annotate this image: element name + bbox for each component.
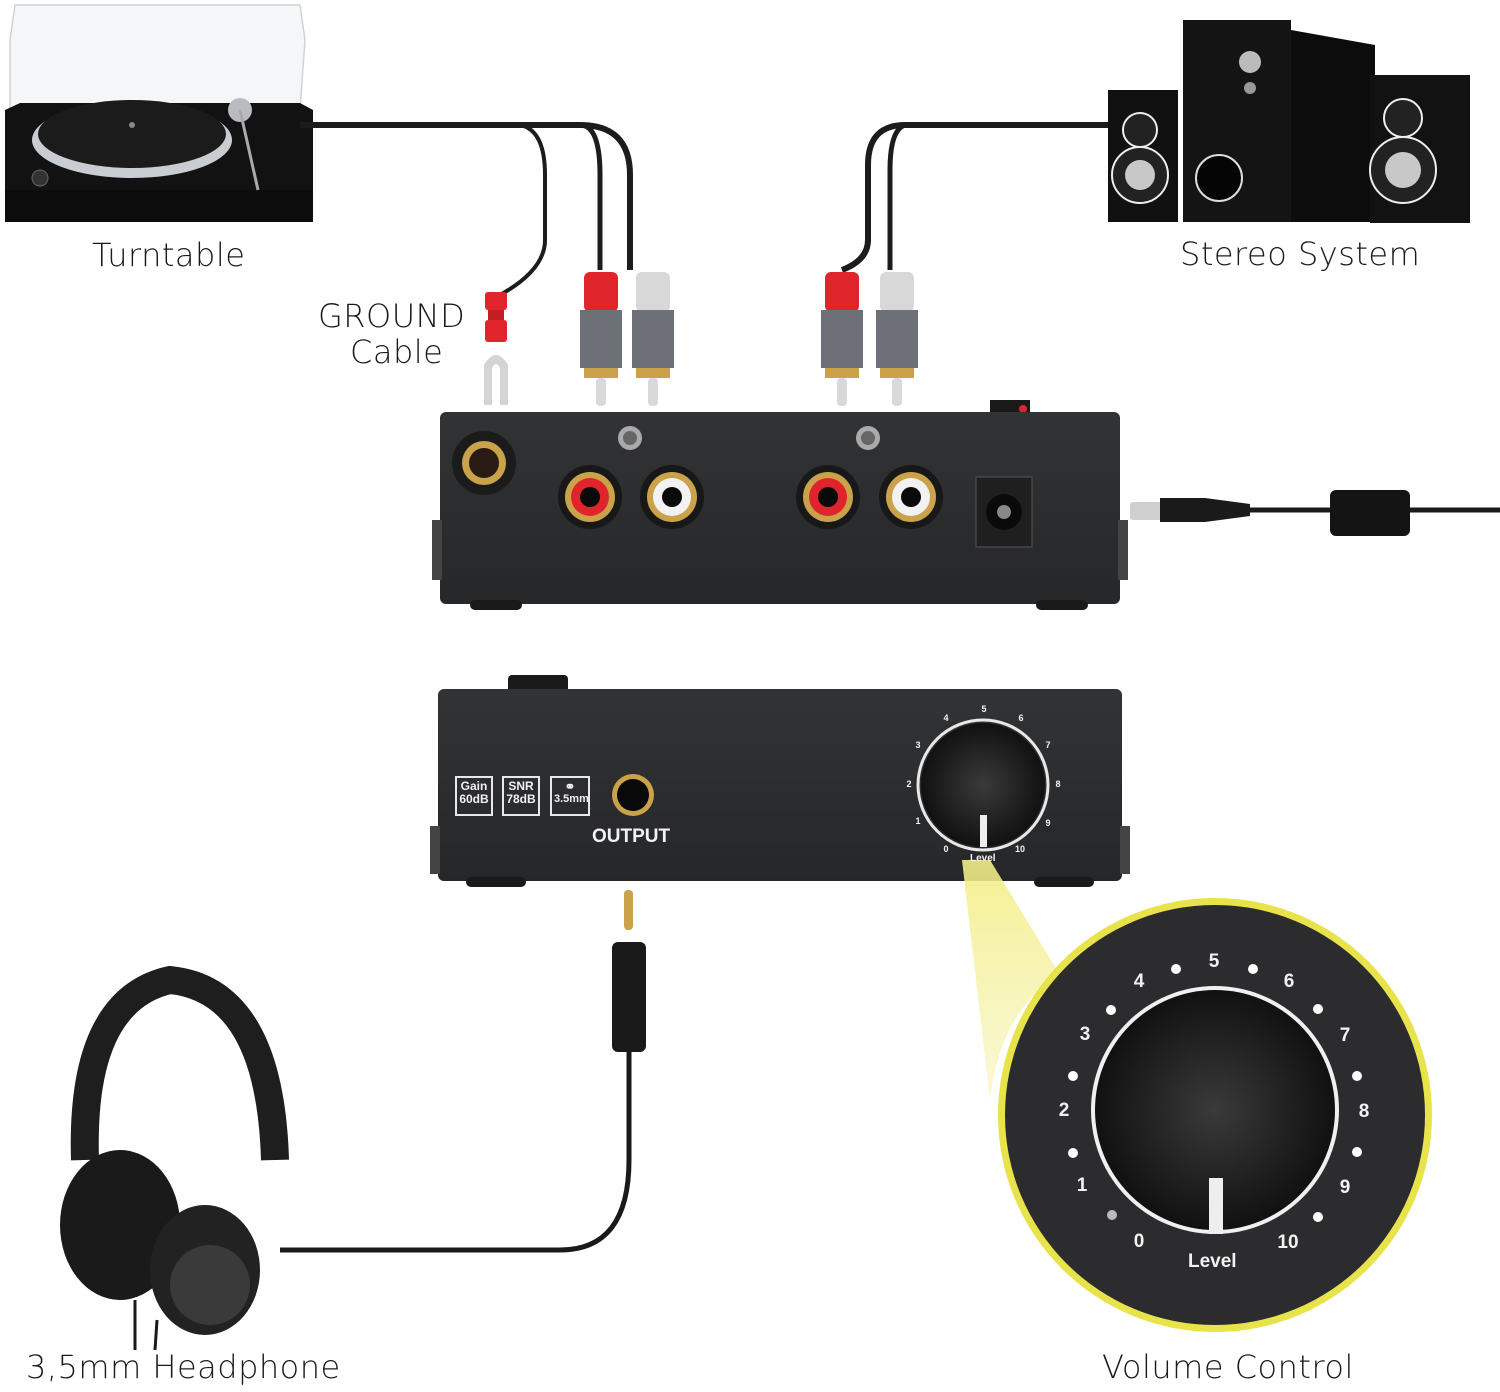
- front-dial-2: 2: [906, 779, 912, 789]
- front-dial-10: 10: [1014, 844, 1026, 854]
- rca-jack-out-right: [879, 465, 943, 529]
- rca-jack-in-right: [640, 465, 704, 529]
- zoom-dial-1: 1: [1076, 1175, 1088, 1196]
- zoom-dial-6: 6: [1283, 971, 1295, 992]
- ground-spade-connector: [484, 292, 508, 405]
- headphone-label: 3,5mm Headphone: [26, 1348, 341, 1386]
- rca-plugs-output: [821, 272, 918, 406]
- snr-label: SNR: [508, 779, 534, 793]
- gain-label: Gain: [460, 779, 488, 793]
- gain-spec-badge: Gain 60dB: [455, 776, 493, 816]
- zoom-dial-3: 3: [1079, 1024, 1091, 1045]
- ground-cable-label-line1: GROUND: [318, 297, 466, 335]
- volume-control-label: Volume Control: [1102, 1348, 1354, 1386]
- rear-panel-device: [432, 400, 1128, 610]
- snr-value: 78dB: [506, 792, 536, 806]
- front-dial-label: Level: [970, 853, 996, 864]
- front-panel-device: [430, 675, 1130, 887]
- turntable-label: Turntable: [92, 236, 246, 274]
- headphones-illustration: [60, 965, 289, 1351]
- front-dial-5: 5: [981, 704, 987, 714]
- zoom-dial-10: 10: [1277, 1232, 1299, 1253]
- zoom-dial-5: 5: [1208, 951, 1220, 972]
- front-dial-9: 9: [1045, 818, 1051, 828]
- ground-cable-label-line2: Cable: [350, 333, 444, 371]
- rca-jack-in-left: [558, 465, 622, 529]
- jack-size-spec-badge: ⚭ 3.5mm: [550, 776, 590, 816]
- zoom-dial-8: 8: [1358, 1101, 1370, 1122]
- front-dial-7: 7: [1045, 740, 1051, 750]
- headphone-icon: ⚭: [564, 779, 576, 794]
- zoom-dial-label: Level: [1188, 1251, 1237, 1272]
- turntable-illustration: [5, 4, 313, 222]
- zoom-dial-9: 9: [1339, 1177, 1351, 1198]
- headphone-cable: [280, 890, 646, 1253]
- front-dial-8: 8: [1055, 779, 1061, 789]
- zoom-dial-4: 4: [1133, 971, 1145, 992]
- dc-power-cable: [1130, 490, 1500, 536]
- front-dial-0: 0: [943, 844, 949, 854]
- front-dial-1: 1: [915, 816, 921, 826]
- jack-size-value: 3.5mm: [554, 793, 589, 805]
- rca-jack-out-left: [796, 465, 860, 529]
- stereo-system-illustration: [1108, 20, 1470, 223]
- rca-plugs-input: [580, 272, 674, 406]
- stereo-system-label: Stereo System: [1180, 235, 1421, 273]
- zoom-dial-0: 0: [1133, 1231, 1145, 1252]
- front-dial-4: 4: [943, 713, 949, 723]
- front-dial-3: 3: [915, 740, 921, 750]
- zoom-dial-7: 7: [1339, 1025, 1351, 1046]
- zoom-dial-2: 2: [1058, 1100, 1070, 1121]
- front-dial-6: 6: [1018, 713, 1024, 723]
- output-label: OUTPUT: [592, 826, 671, 847]
- snr-spec-badge: SNR 78dB: [502, 776, 540, 816]
- gain-value: 60dB: [459, 792, 489, 806]
